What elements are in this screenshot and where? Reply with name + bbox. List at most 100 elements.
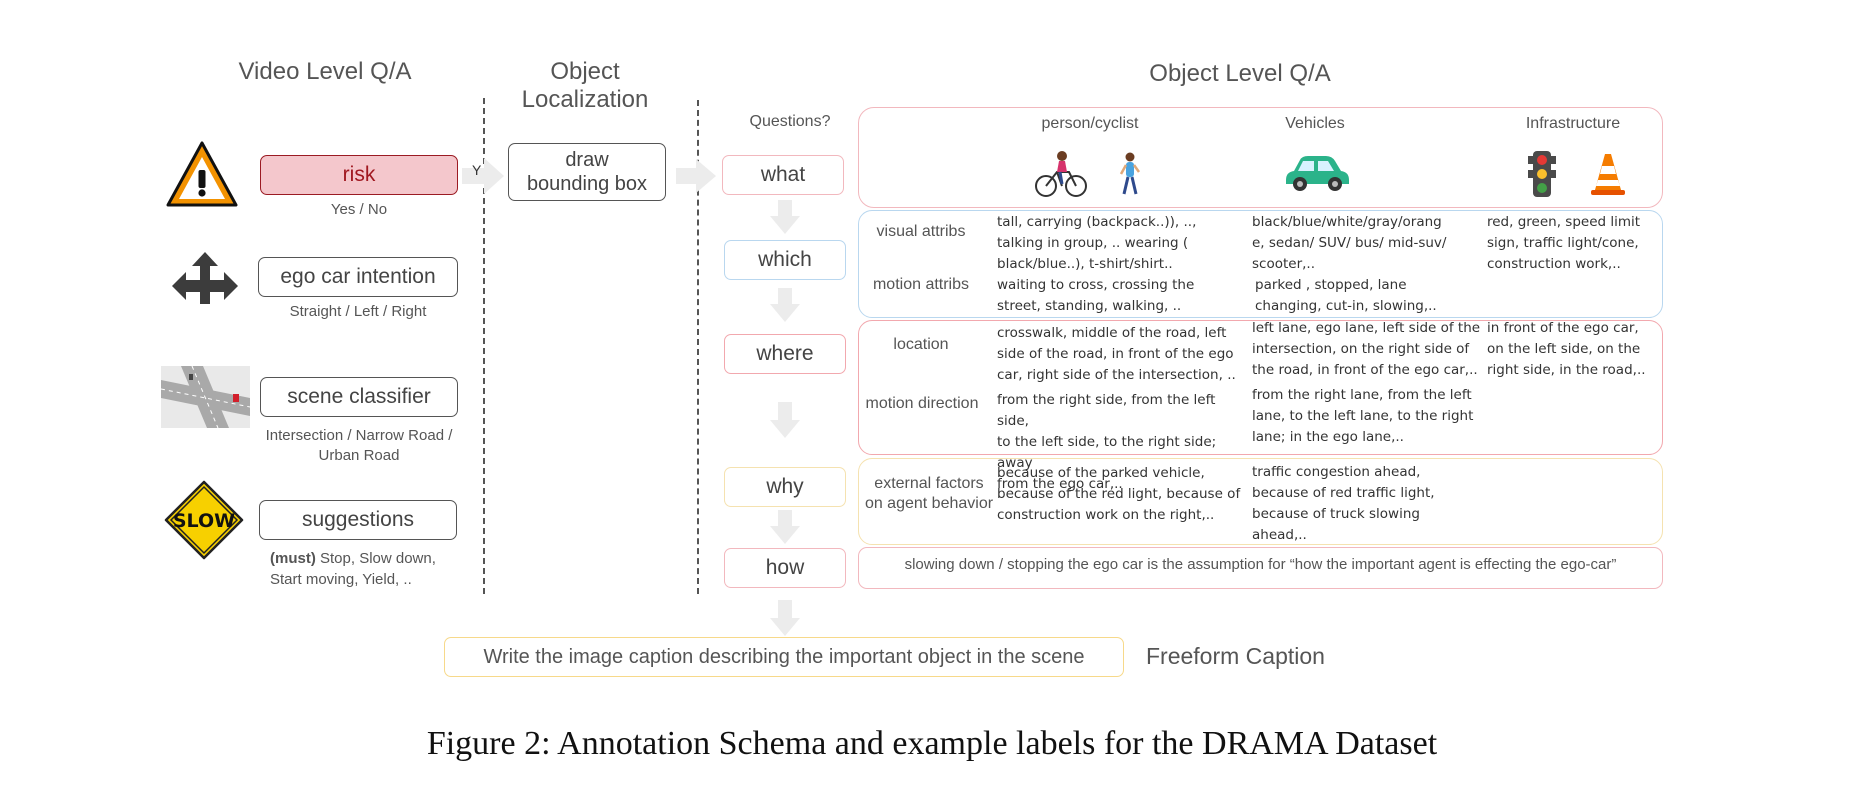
where-infra-line: on the left side, on the <box>1487 341 1641 357</box>
draw-bounding-box-line1: draw <box>565 149 609 171</box>
pedestrian-icon <box>1119 152 1141 195</box>
which-person-line: talking in group, .. wearing ( <box>997 235 1189 251</box>
where-person-line: from the right side, from the left side, <box>997 392 1216 429</box>
where-infra-line: right side, in the road,.. <box>1487 362 1646 378</box>
intention-options: Straight / Left / Right <box>289 303 427 320</box>
why-vehicle-line: traffic congestion ahead, <box>1252 464 1421 480</box>
where-person-line: car, right side of the intersection, .. <box>997 367 1236 383</box>
which-vehicle-line: black/blue/white/gray/orang <box>1252 214 1442 230</box>
where-person-cell: crosswalk, middle of the road, left side… <box>997 323 1242 495</box>
scene-options-line2: Urban Road <box>318 447 400 464</box>
why-vehicle-line: ahead,.. <box>1252 527 1307 543</box>
why-person-cell: because of the parked vehicle, because o… <box>997 463 1242 526</box>
row-visual-attribs: visual attribs <box>876 223 966 240</box>
svg-text:SLOW: SLOW <box>173 510 235 532</box>
where-vehicle-line: from the right lane, from the left <box>1252 387 1472 403</box>
arrow-down-2 <box>770 288 800 322</box>
warning-sign-icon <box>166 141 238 207</box>
why-person-line: because of the red light, because of <box>997 486 1241 502</box>
object-localization-header: Object Localization <box>521 58 649 113</box>
row-motion-direction: motion direction <box>865 395 979 412</box>
figure-caption: Figure 2: Annotation Schema and example … <box>426 725 1438 762</box>
which-panel <box>858 210 1663 318</box>
where-vehicle-line: lane, to the left lane, to the right <box>1252 408 1474 424</box>
slow-sign-icon: SLOW <box>164 480 244 560</box>
suggestions-box: suggestions <box>259 500 457 540</box>
which-vehicle-cell: black/blue/white/gray/orang e, sedan/ SU… <box>1252 212 1482 317</box>
arrow-down-4 <box>770 510 800 544</box>
which-person-line: street, standing, walking, .. <box>997 298 1182 314</box>
suggestions-must: (must) <box>270 550 316 567</box>
which-vehicle-line: scooter,.. <box>1252 256 1315 272</box>
questions-header: Questions? <box>749 113 831 130</box>
draw-bounding-box: draw bounding box <box>508 143 666 201</box>
scene-options: Intersection / Narrow Road / Urban Road <box>255 426 463 466</box>
traffic-light-icon <box>1528 151 1556 197</box>
cyclist-icon <box>1035 151 1087 197</box>
car-icon <box>1286 156 1349 191</box>
where-panel <box>858 320 1663 455</box>
row-location: location <box>893 336 949 353</box>
freeform-caption-box: Write the image caption describing the i… <box>444 637 1124 677</box>
which-vehicle-line: e, sedan/ SUV/ bus/ mid-suv/ <box>1252 235 1447 251</box>
which-vehicle-line: parked , stopped, lane <box>1255 277 1407 293</box>
arrow-down-3 <box>770 402 800 438</box>
row-external-factors-line1: external factors <box>874 475 984 492</box>
which-infra-line: sign, traffic light/cone, <box>1487 235 1639 251</box>
where-infra-line: in front of the ego car, <box>1487 320 1639 336</box>
object-level-header: Object Level Q/A <box>1149 60 1331 87</box>
traffic-cone-icon <box>1591 154 1625 195</box>
where-vehicle-line: the road, in front of the ego car,.. <box>1252 362 1478 378</box>
arrow-risk-to-localization <box>462 158 504 194</box>
question-where: where <box>724 334 846 374</box>
which-infra-line: construction work,.. <box>1487 256 1621 272</box>
separator-right <box>697 100 699 594</box>
category-vehicles: Vehicles <box>1285 115 1345 132</box>
freeform-caption-label: Freeform Caption <box>1146 643 1325 669</box>
category-person-cyclist: person/cyclist <box>1041 115 1139 132</box>
arrow-down-5 <box>770 600 800 636</box>
where-infra-cell: in front of the ego car, on the left sid… <box>1487 318 1657 381</box>
which-infra-cell: red, green, speed limit sign, traffic li… <box>1487 212 1657 275</box>
risk-yes-label: Y <box>472 162 482 178</box>
which-person-line: waiting to cross, crossing the <box>997 277 1195 293</box>
where-person-line: crosswalk, middle of the road, left <box>997 325 1227 341</box>
suggestions-options-line1: Stop, Slow down, <box>315 550 436 567</box>
where-vehicle-line: lane; in the ego lane,.. <box>1252 429 1404 445</box>
where-person-line: to the left side, to the right side; awa… <box>997 434 1217 471</box>
why-vehicle-cell: traffic congestion ahead, because of red… <box>1252 462 1482 546</box>
separator-left <box>483 98 485 594</box>
why-vehicle-line: because of red traffic light, <box>1252 485 1435 501</box>
ego-car-intention-box: ego car intention <box>258 257 458 297</box>
where-person-line: side of the road, in front of the ego <box>997 346 1234 362</box>
which-infra-line: red, green, speed limit <box>1487 214 1641 230</box>
where-vehicle-cell: left lane, ego lane, left side of the in… <box>1252 318 1482 448</box>
which-person-line: black/blue..), t-shirt/shirt.. <box>997 256 1173 272</box>
scene-classifier-box: scene classifier <box>260 377 458 417</box>
where-vehicle-line: left lane, ego lane, left side of the <box>1252 320 1481 336</box>
why-person-line: because of the parked vehicle, <box>997 465 1205 481</box>
question-why: why <box>724 467 846 507</box>
draw-bounding-box-line2: bounding box <box>526 173 648 195</box>
which-person-line: tall, carrying (backpack..)), .., <box>997 214 1197 230</box>
scene-options-line1: Intersection / Narrow Road / <box>265 427 453 444</box>
row-motion-attribs: motion attribs <box>872 276 970 293</box>
arrow-down-1 <box>770 200 800 234</box>
risk-box: risk <box>260 155 458 195</box>
direction-arrows-icon <box>172 252 238 304</box>
suggestions-options-line2: Start moving, Yield, .. <box>270 571 412 588</box>
which-person-cell: tall, carrying (backpack..)), .., talkin… <box>997 212 1237 317</box>
which-vehicle-line: changing, cut-in, slowing,.. <box>1255 298 1437 314</box>
how-panel <box>858 547 1663 589</box>
question-which: which <box>724 240 846 280</box>
where-person-line: from the ego car,.. <box>997 476 1123 492</box>
row-external-factors-line2: on agent behavior <box>864 495 994 512</box>
suggestions-options: (must) Stop, Slow down, Start moving, Yi… <box>270 548 470 590</box>
why-person-line: construction work on the right,.. <box>997 507 1215 523</box>
why-panel <box>858 458 1663 545</box>
where-vehicle-line: intersection, on the right side of <box>1252 341 1470 357</box>
category-infrastructure: Infrastructure <box>1525 115 1621 132</box>
intersection-scene-icon <box>160 365 251 429</box>
question-how: how <box>724 548 846 588</box>
why-vehicle-line: because of truck slowing <box>1252 506 1420 522</box>
